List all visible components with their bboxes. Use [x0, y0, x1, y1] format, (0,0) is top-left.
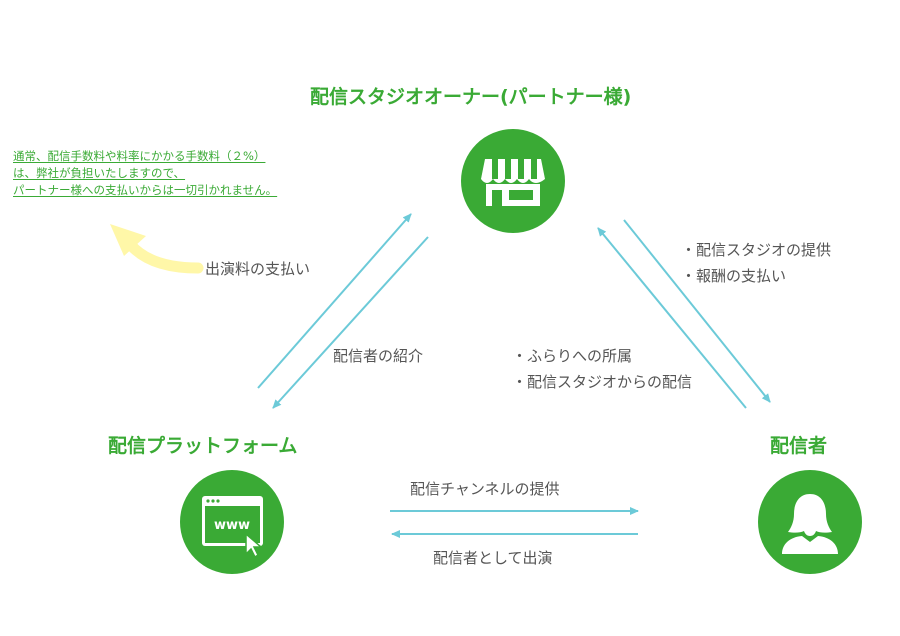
fee-note-line: パートナー様への支払いからは一切引かれません。 — [13, 183, 278, 197]
label-channel-provide: 配信チャンネルの提供 — [410, 480, 560, 498]
label-performance-fee: 出演料の支払い — [205, 260, 311, 278]
store-icon — [481, 159, 545, 206]
www-text: www — [214, 518, 250, 533]
label-line: ・ふらりへの所属 — [512, 347, 633, 365]
arrow-performer-to-owner — [597, 227, 747, 409]
label-appear-as-performer: 配信者として出演 — [433, 549, 553, 567]
performer-title: 配信者 — [770, 435, 828, 457]
performer-node — [758, 470, 862, 574]
owner-title: 配信スタジオオーナー(パートナー様) — [310, 86, 632, 108]
platform-title: 配信プラットフォーム — [108, 435, 298, 457]
arrow-platform-to-owner — [257, 213, 412, 389]
curved-arrow — [110, 224, 204, 274]
label-affiliation: ・ふらりへの所属 ・配信スタジオからの配信 — [512, 343, 692, 395]
fee-note-line: 通常、配信手数料や料率にかかる手数料（２%） — [13, 149, 266, 163]
label-studio-provide: ・配信スタジオの提供 ・報酬の支払い — [681, 237, 831, 289]
fee-note: 通常、配信手数料や料率にかかる手数料（２%） は、弊社が負担いたしますので、 パ… — [13, 148, 277, 199]
arrow-owner-to-performer — [623, 219, 771, 403]
label-line: ・配信スタジオの提供 — [681, 241, 832, 259]
label-line: ・報酬の支払い — [681, 267, 787, 285]
label-introduce-performers: 配信者の紹介 — [333, 347, 424, 365]
arrow-owner-to-platform — [272, 236, 429, 409]
person-icon — [782, 494, 838, 554]
browser-www-icon: www — [202, 496, 264, 559]
owner-node — [461, 129, 565, 233]
fee-note-line: は、弊社が負担いたしますので、 — [13, 166, 186, 180]
platform-node: www — [180, 470, 284, 574]
label-line: ・配信スタジオからの配信 — [512, 373, 693, 391]
